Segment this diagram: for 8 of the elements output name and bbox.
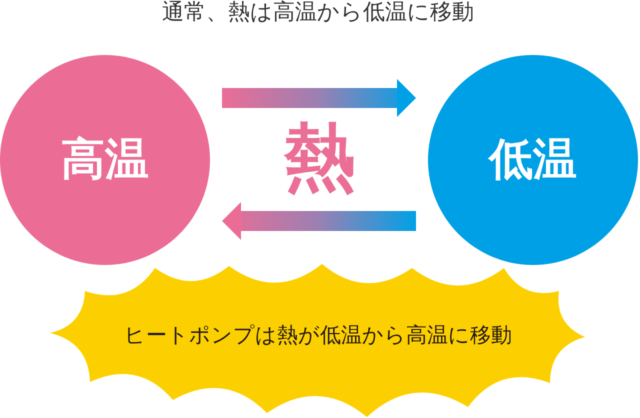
arrow	[222, 79, 416, 117]
circle-label: 高温	[61, 134, 149, 186]
heat-label: 熱	[284, 121, 356, 193]
circle-label: 低温	[489, 134, 577, 186]
callout-text: ヒートポンプは熱が低温から高温に移動	[124, 322, 512, 348]
burst-callout	[50, 264, 586, 418]
arrow	[222, 202, 416, 240]
title: 通常、熱は高温から低温に移動	[162, 0, 474, 26]
